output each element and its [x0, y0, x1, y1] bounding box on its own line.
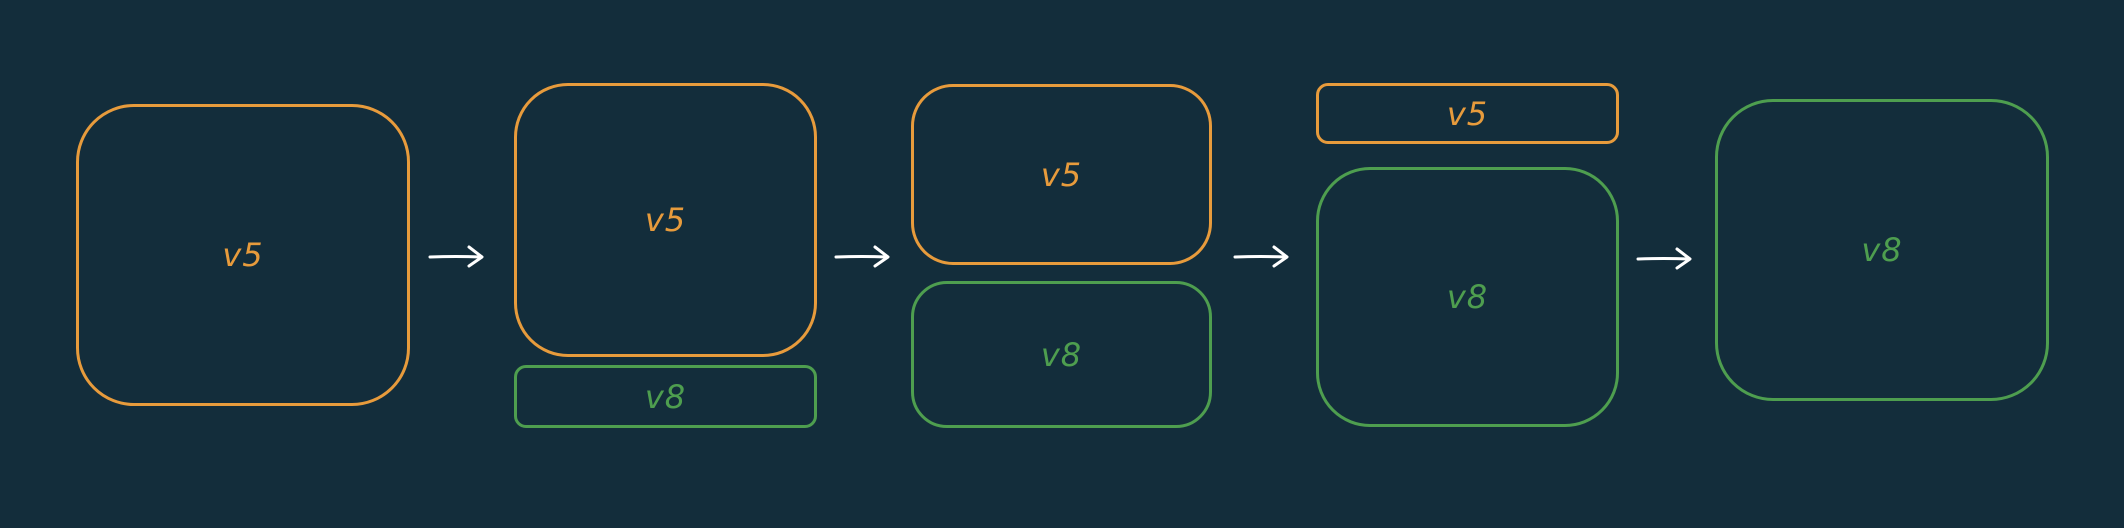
stage-3-v5-box: v5	[911, 84, 1212, 265]
stage-2-v8-box: v8	[514, 365, 817, 428]
stage-4-v5-box: v5	[1316, 83, 1619, 144]
stage-3-v5-label: v5	[1040, 155, 1083, 194]
stage-3-v8-label: v8	[1040, 335, 1083, 374]
stage-5-v8-label: v8	[1861, 231, 1903, 269]
right-arrow-icon	[834, 245, 890, 268]
right-arrow-icon	[428, 245, 484, 268]
right-arrow-icon	[1636, 247, 1692, 270]
stage-1-v5-label: v5	[222, 236, 264, 274]
stage-3-v8-box: v8	[911, 281, 1212, 428]
stage-2-v8-label: v8	[644, 377, 687, 416]
stage-4-v8-box: v8	[1316, 167, 1619, 427]
stage-4-v5-label: v5	[1446, 94, 1489, 133]
stage-2-v5-box: v5	[514, 83, 817, 357]
stage-1-v5-box: v5	[76, 104, 410, 406]
stage-2-v5-label: v5	[644, 201, 687, 239]
stage-5-v8-box: v8	[1715, 99, 2049, 401]
right-arrow-icon	[1233, 245, 1289, 268]
stage-4-v8-label: v8	[1446, 278, 1489, 316]
